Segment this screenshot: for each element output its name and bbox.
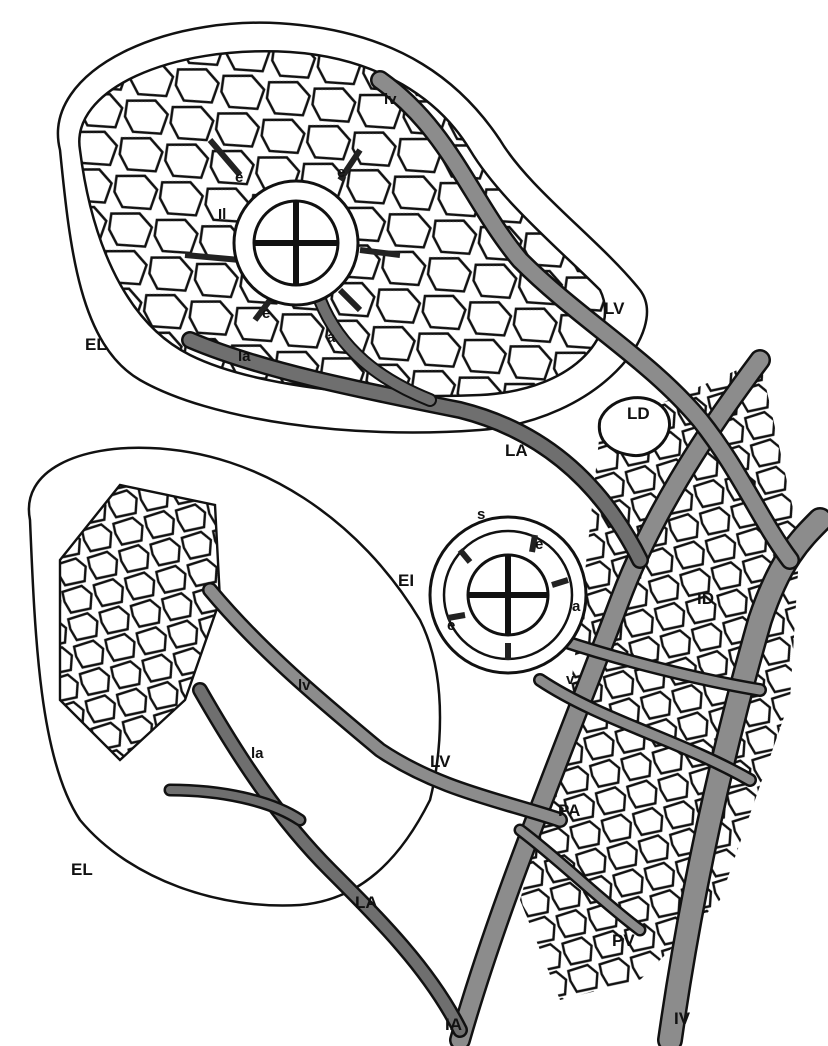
label-e-ring-top: e [535, 537, 543, 552]
label-la-small: la [251, 746, 264, 761]
label-pv: PV [612, 932, 635, 949]
label-ia: IA [445, 1016, 462, 1033]
label-la-bottom: LA [355, 894, 378, 911]
label-lv-mid: lv [298, 678, 311, 693]
label-v-ring: v [566, 672, 574, 687]
label-e-upper-right: e [337, 165, 345, 180]
label-el-top: EL [85, 336, 107, 353]
label-lv-caps: LV [430, 753, 450, 770]
label-iv: IV [674, 1010, 690, 1027]
label-lv-top: lv [384, 92, 397, 107]
label-la-mid: LA [505, 442, 528, 459]
label-el-bottom: EL [71, 861, 93, 878]
label-ei: EI [398, 572, 414, 589]
label-a-top: a [327, 330, 335, 345]
label-pa: PA [558, 802, 580, 819]
label-ld: LD [627, 405, 650, 422]
middle-disc [430, 517, 586, 673]
label-s: s [477, 507, 485, 522]
label-e-ring-left: e [447, 618, 455, 633]
label-e-lower: e [262, 306, 270, 321]
label-lv-right: LV [604, 300, 624, 317]
label-a-ring: a [572, 599, 580, 614]
label-e-upper-left: e [235, 170, 243, 185]
label-id: ID [697, 590, 714, 607]
label-il: Il [218, 207, 226, 222]
label-la-top: la [238, 349, 251, 364]
